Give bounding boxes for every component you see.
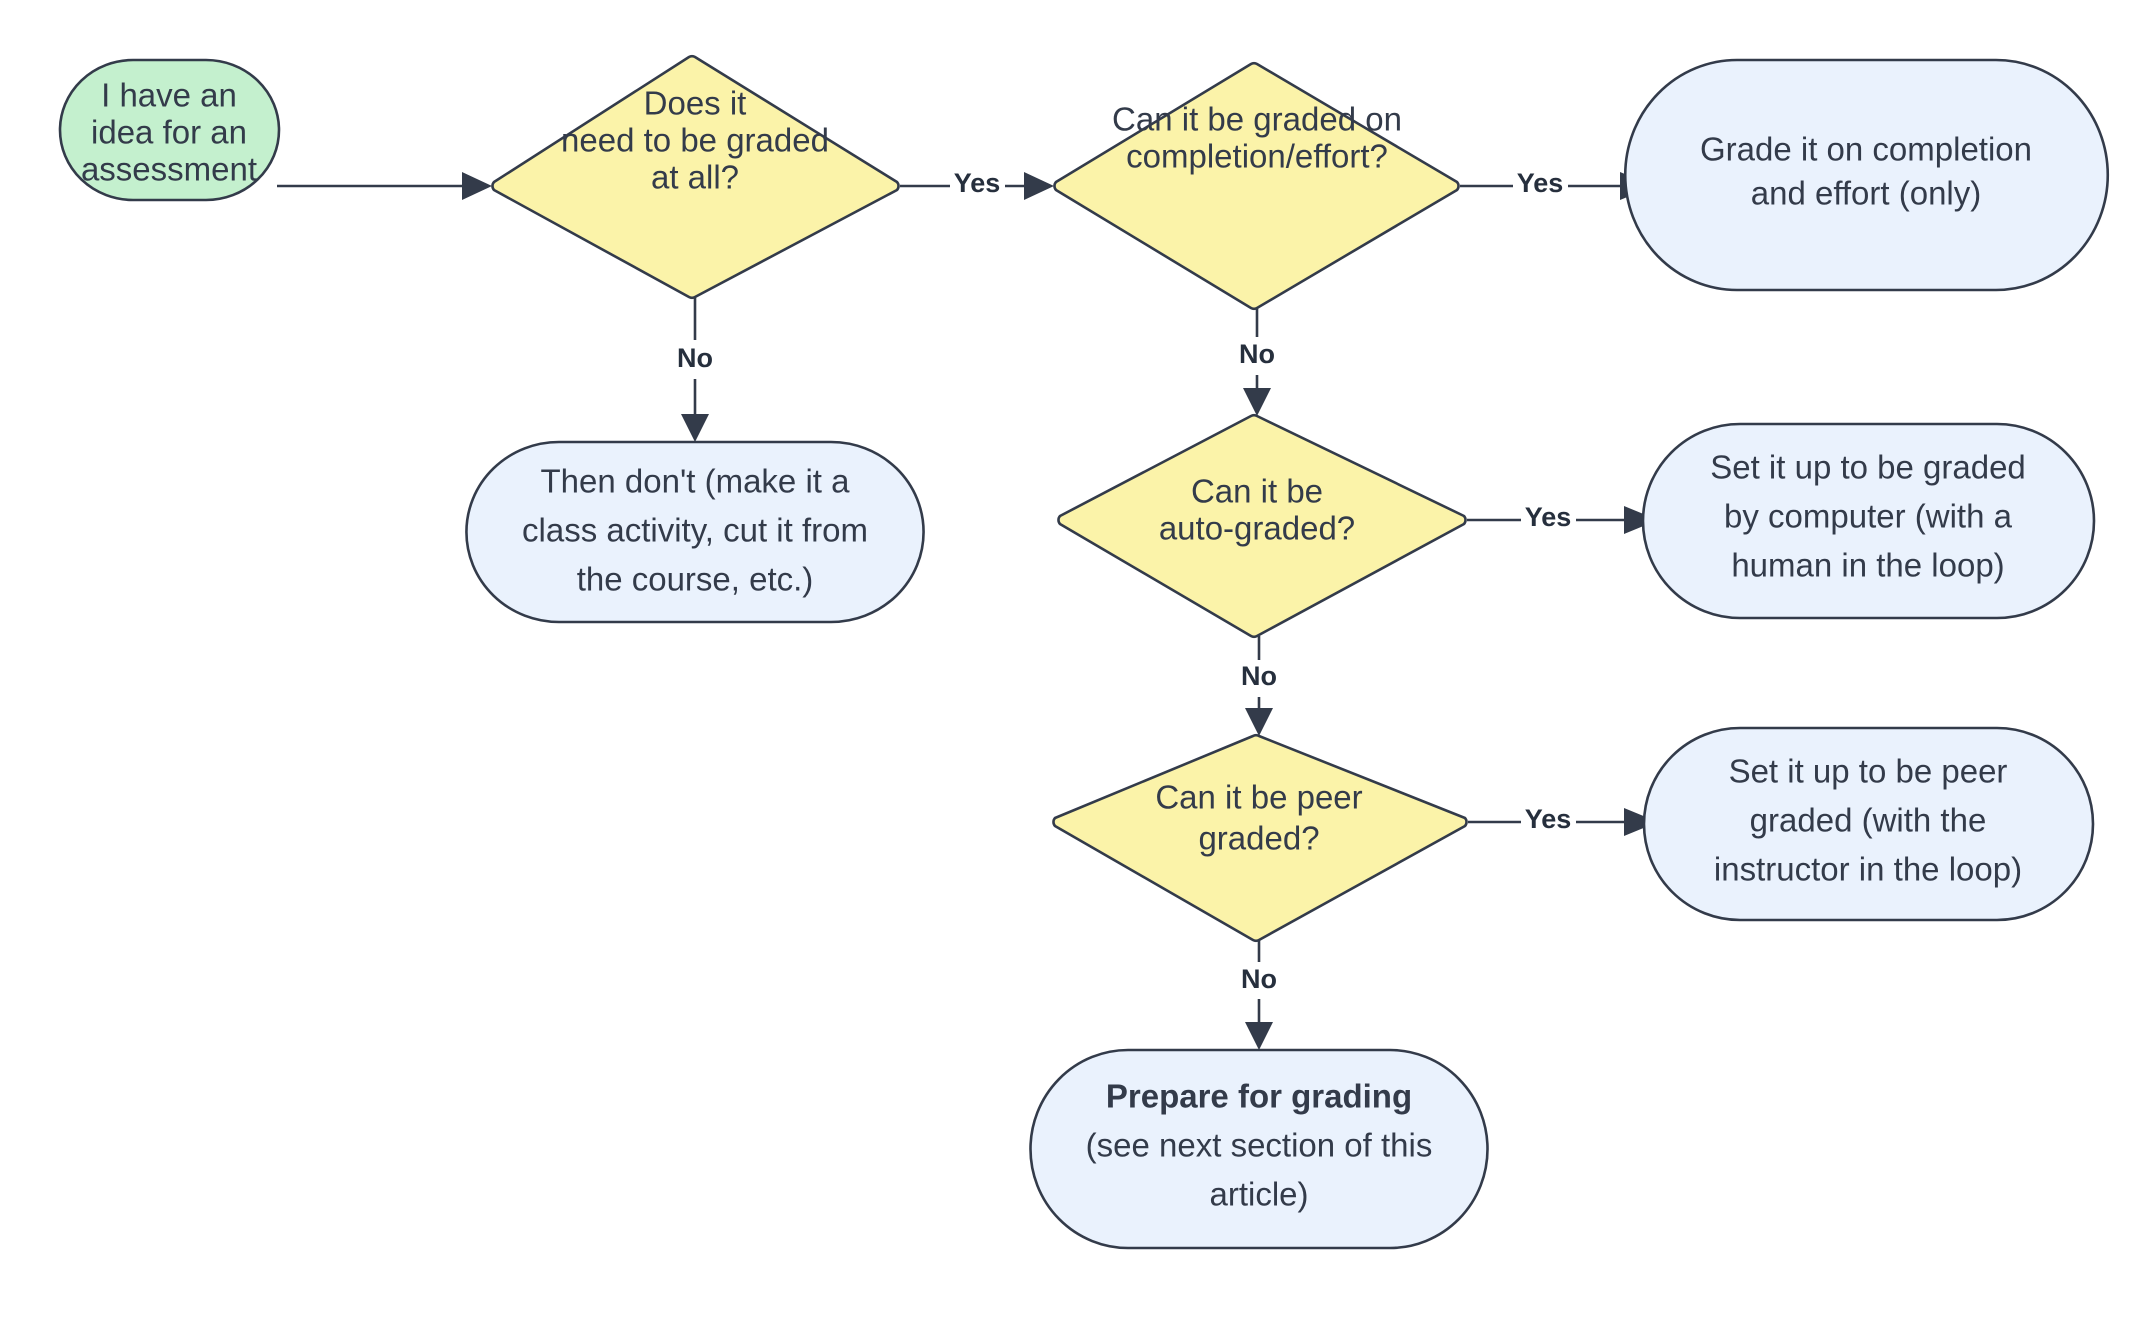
outcome-dont-grade-line-2: class activity, cut it from <box>522 512 868 549</box>
outcome-dont-grade-shape <box>465 440 925 624</box>
edge-peer-graded-no-to-prepare-grading: No <box>1241 940 1277 1050</box>
edge-label-yes-1: Yes <box>954 168 1001 198</box>
start-node-shape <box>58 58 281 202</box>
decision-need-graded-shape <box>491 54 900 300</box>
outcome-grade-completion-effort-line-1: Grade it on completion <box>1700 131 2032 168</box>
decision-auto-graded-shape <box>1057 413 1467 639</box>
outcome-prepare-grading-line-2: (see next section of this <box>1086 1127 1433 1164</box>
edge-label-no-3: No <box>1241 661 1277 691</box>
outcome-computer-graded-shape <box>1641 422 2096 620</box>
node-outcome-peer-graded-setup[interactable]: Set it up to be peer graded (with the in… <box>1642 726 2095 922</box>
start-node-line-3: assessment <box>81 151 257 188</box>
outcome-dont-grade-line-3: the course, etc.) <box>577 561 814 598</box>
edge-completion-effort-no-to-auto-graded: No <box>1239 308 1275 416</box>
outcome-prepare-grading-line-3: article) <box>1209 1176 1308 1213</box>
edge-label-no-2: No <box>1239 339 1275 369</box>
node-decision-peer-graded[interactable]: Can it be peer graded? <box>1052 733 1468 943</box>
node-decision-completion-effort[interactable]: Can it be graded on completion/effort? <box>1053 61 1460 311</box>
outcome-dont-grade-line-1: Then don't (make it a <box>541 463 851 500</box>
node-outcome-dont-grade[interactable]: Then don't (make it a class activity, cu… <box>465 440 925 624</box>
decision-auto-graded-line-1: Can it be <box>1191 473 1323 510</box>
edge-layer: Yes No Yes No <box>277 168 1658 1050</box>
node-decision-need-graded[interactable]: Does it need to be graded at all? <box>491 54 900 300</box>
decision-peer-graded-line-2: graded? <box>1198 820 1319 857</box>
outcome-peer-graded-setup-line-3: instructor in the loop) <box>1714 851 2022 888</box>
node-outcome-computer-graded[interactable]: Set it up to be graded by computer (with… <box>1641 422 2096 620</box>
edge-label-yes-3: Yes <box>1525 502 1572 532</box>
decision-auto-graded-line-2: auto-graded? <box>1159 510 1355 547</box>
edge-label-yes-4: Yes <box>1525 804 1572 834</box>
edge-label-yes-2: Yes <box>1517 168 1564 198</box>
decision-completion-effort-line-2: completion/effort? <box>1126 138 1388 175</box>
node-outcome-grade-completion-effort[interactable]: Grade it on completion and effort (only) <box>1623 58 2110 292</box>
outcome-prepare-grading-shape <box>1029 1048 1489 1250</box>
outcome-computer-graded-line-1: Set it up to be graded <box>1710 449 2026 486</box>
edge-auto-graded-yes-to-computer-graded: Yes <box>1467 502 1658 534</box>
node-decision-auto-graded[interactable]: Can it be auto-graded? <box>1057 413 1467 639</box>
decision-need-graded-line-1: Does it <box>644 85 747 122</box>
decision-completion-effort-shape <box>1053 61 1460 311</box>
outcome-peer-graded-setup-shape <box>1642 726 2095 922</box>
edge-need-graded-no-to-dont: No <box>677 297 713 442</box>
edge-auto-graded-no-to-peer-graded: No <box>1241 636 1277 736</box>
decision-completion-effort-line-1: Can it be graded on <box>1112 101 1402 138</box>
outcome-grade-completion-effort-shape <box>1623 58 2110 292</box>
decision-peer-graded-shape <box>1052 733 1468 943</box>
node-start-idea[interactable]: I have an idea for an assessment <box>58 58 281 202</box>
outcome-prepare-grading-line-1: Prepare for grading <box>1106 1078 1412 1115</box>
outcome-grade-completion-effort-line-2: and effort (only) <box>1751 175 1982 212</box>
decision-peer-graded-line-1: Can it be peer <box>1155 779 1362 816</box>
outcome-computer-graded-line-2: by computer (with a <box>1724 498 2013 535</box>
start-node-line-1: I have an <box>101 77 237 114</box>
edge-peer-graded-yes-to-peer-setup: Yes <box>1468 804 1658 836</box>
start-node-line-2: idea for an <box>91 114 247 151</box>
outcome-peer-graded-setup-line-2: graded (with the <box>1750 802 1987 839</box>
outcome-peer-graded-setup-line-1: Set it up to be peer <box>1729 753 2008 790</box>
edge-label-no-4: No <box>1241 964 1277 994</box>
node-outcome-prepare-grading[interactable]: Prepare for grading (see next section of… <box>1029 1048 1489 1250</box>
edge-need-graded-yes-to-completion-effort: Yes <box>900 168 1054 200</box>
decision-need-graded-line-3: at all? <box>651 159 739 196</box>
edge-label-no-1: No <box>677 343 713 373</box>
outcome-computer-graded-line-3: human in the loop) <box>1731 547 2004 584</box>
decision-need-graded-line-2: need to be graded <box>561 122 829 159</box>
edge-start-to-decision-need-graded <box>277 172 492 200</box>
